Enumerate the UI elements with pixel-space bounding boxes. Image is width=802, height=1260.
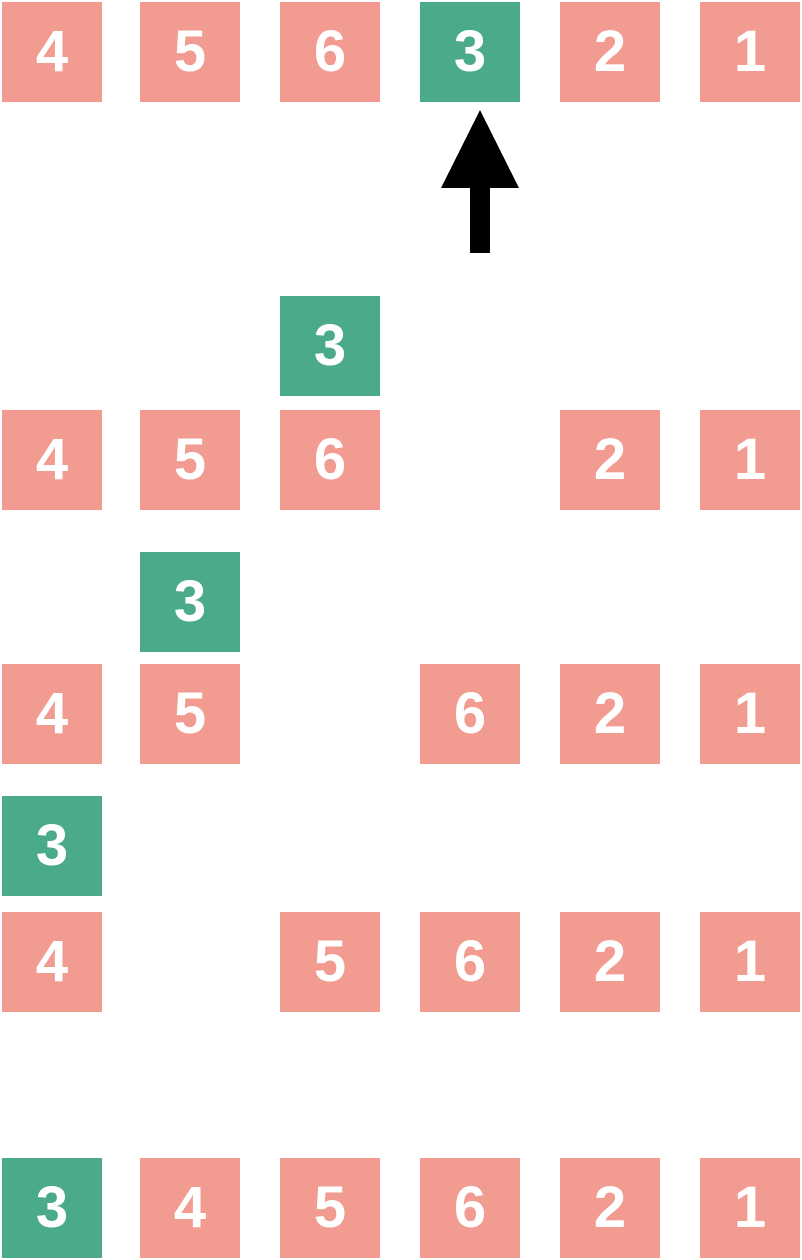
tile-step1-2: 5 [140,2,240,102]
tile-step5-1-highlight: 3 [2,1158,102,1258]
tile-step2-2: 5 [140,410,240,510]
tile-step1-5: 2 [560,2,660,102]
tile-step2-lifted: 3 [280,296,380,396]
tile-step5-6: 1 [700,1158,800,1258]
tile-step4-3: 5 [280,912,380,1012]
tile-step4-4: 6 [420,912,520,1012]
tile-step3-1: 4 [2,664,102,764]
tile-step3-5: 2 [560,664,660,764]
tile-step4-6: 1 [700,912,800,1012]
tile-step5-3: 5 [280,1158,380,1258]
tile-step3-4: 6 [420,664,520,764]
tile-step1-4-highlight: 3 [420,2,520,102]
tile-step2-1: 4 [2,410,102,510]
tile-step1-1: 4 [2,2,102,102]
tile-step1-3: 6 [280,2,380,102]
tile-step3-6: 1 [700,664,800,764]
up-arrow-icon [441,110,519,253]
tile-step2-3: 6 [280,410,380,510]
tile-step4-5: 2 [560,912,660,1012]
tile-step2-5: 2 [560,410,660,510]
tile-step5-5: 2 [560,1158,660,1258]
tile-step1-6: 1 [700,2,800,102]
tile-step2-6: 1 [700,410,800,510]
tile-step3-lifted: 3 [140,552,240,652]
tile-step4-1: 4 [2,912,102,1012]
tile-step5-2: 4 [140,1158,240,1258]
tile-step3-2: 5 [140,664,240,764]
tile-step4-lifted: 3 [2,796,102,896]
tile-step5-4: 6 [420,1158,520,1258]
